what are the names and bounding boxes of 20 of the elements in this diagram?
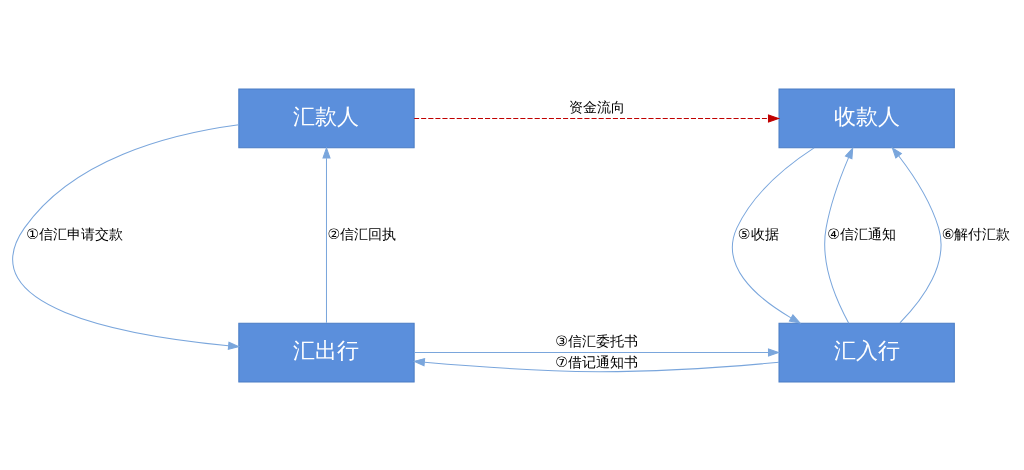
arrow [413, 113, 781, 123]
arrow [412, 357, 780, 372]
node-box: 汇出行 [238, 322, 415, 382]
arrow [12, 123, 241, 350]
edge-label: ①信汇申请交款 [26, 225, 123, 242]
edge-label: ⑦借记通知书 [555, 353, 638, 370]
arrow [731, 146, 815, 324]
arrow [824, 146, 854, 324]
node-box: 汇入行 [778, 322, 955, 382]
node-box: 汇款人 [238, 88, 415, 148]
edge-label: ⑥解付汇款 [941, 225, 1011, 242]
arrow [891, 146, 942, 323]
edge-label: ③信汇委托书 [555, 332, 638, 349]
arrow [413, 347, 781, 357]
edge-label: ④信汇通知 [827, 225, 896, 242]
edge-label: 资金流向 [568, 98, 625, 115]
node-box: 收款人 [778, 88, 955, 148]
arrow [322, 145, 331, 323]
edge-label: ②信汇回执 [327, 225, 397, 242]
edge-label: ⑤收据 [737, 225, 779, 242]
